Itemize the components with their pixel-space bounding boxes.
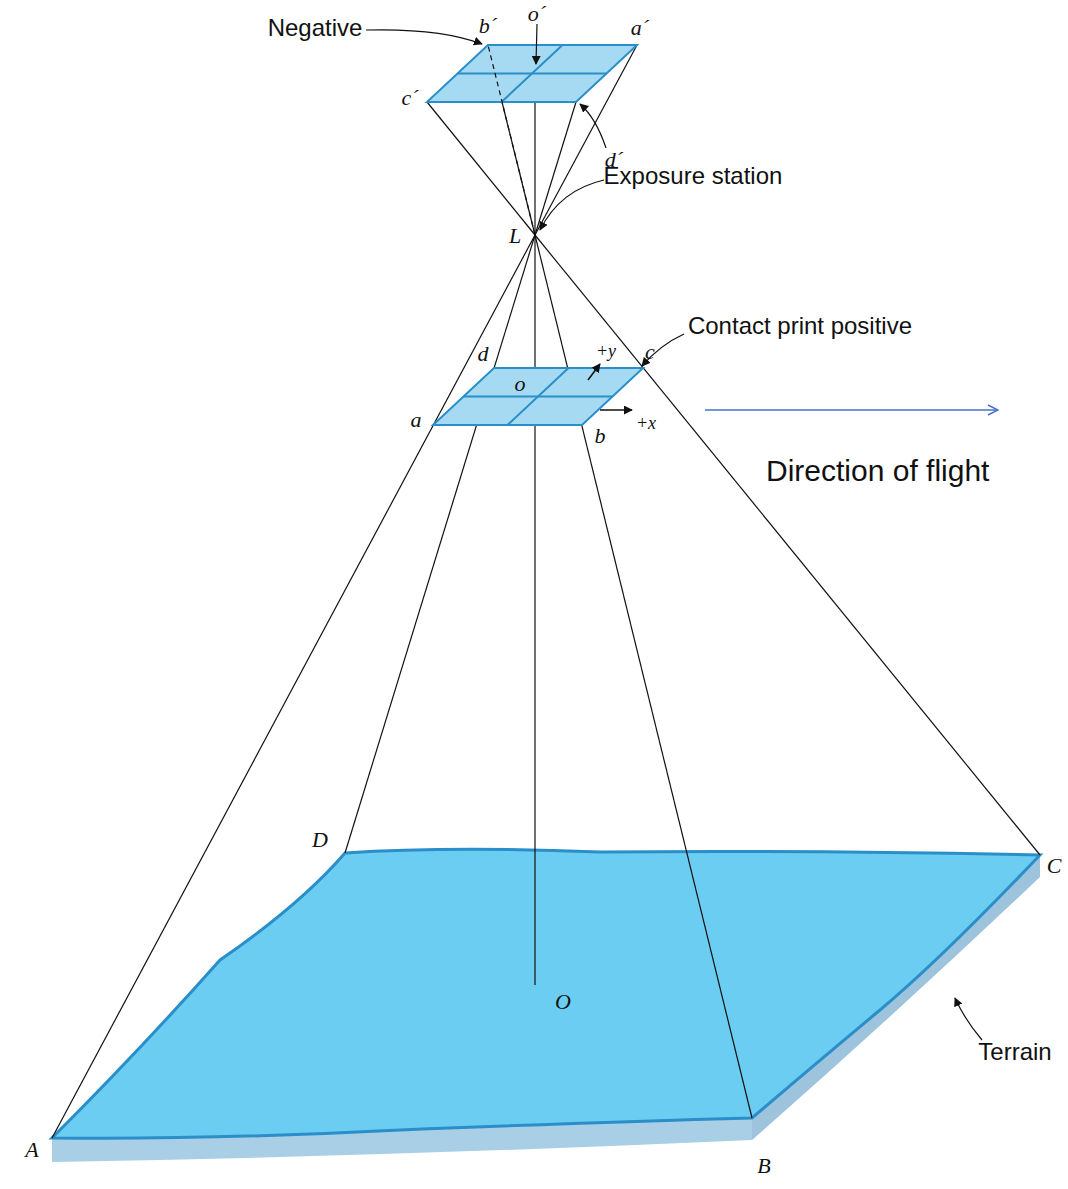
axis-label: +x [636,414,656,434]
negative-frame [427,45,637,235]
point-letter: b´ [479,14,497,38]
positive-frame [433,368,643,425]
y-axis-arrow [588,364,600,380]
point-letter: C [1047,854,1062,878]
point-letter: B [757,1154,770,1178]
point-letter: A [25,1138,38,1162]
point-letter: c´ [401,86,418,110]
point-letter: L [509,224,521,248]
point-letter: a [411,408,422,432]
frame-label: Negative [268,15,363,41]
light-rays [52,45,1040,1138]
point-letter: b [595,424,606,448]
frame-label: Contact print positive [688,313,912,339]
point-letter: o [515,372,526,396]
station-label: Exposure station [604,163,783,189]
point-letter: c [645,340,655,364]
terrain-label: Terrain [978,1039,1051,1065]
point-letter: o´ [528,2,546,26]
leader-lines [366,24,982,1040]
point-letter: D [312,828,328,852]
axis-label: +y [596,342,616,362]
point-letter: d [478,342,489,366]
terrain [52,849,1040,1162]
x-axis-arrow [600,409,632,411]
flight-direction-label: Direction of flight [766,454,1006,487]
point-letter: O [555,990,571,1014]
point-letter: a´ [631,16,649,40]
flight-arrow [705,409,998,411]
